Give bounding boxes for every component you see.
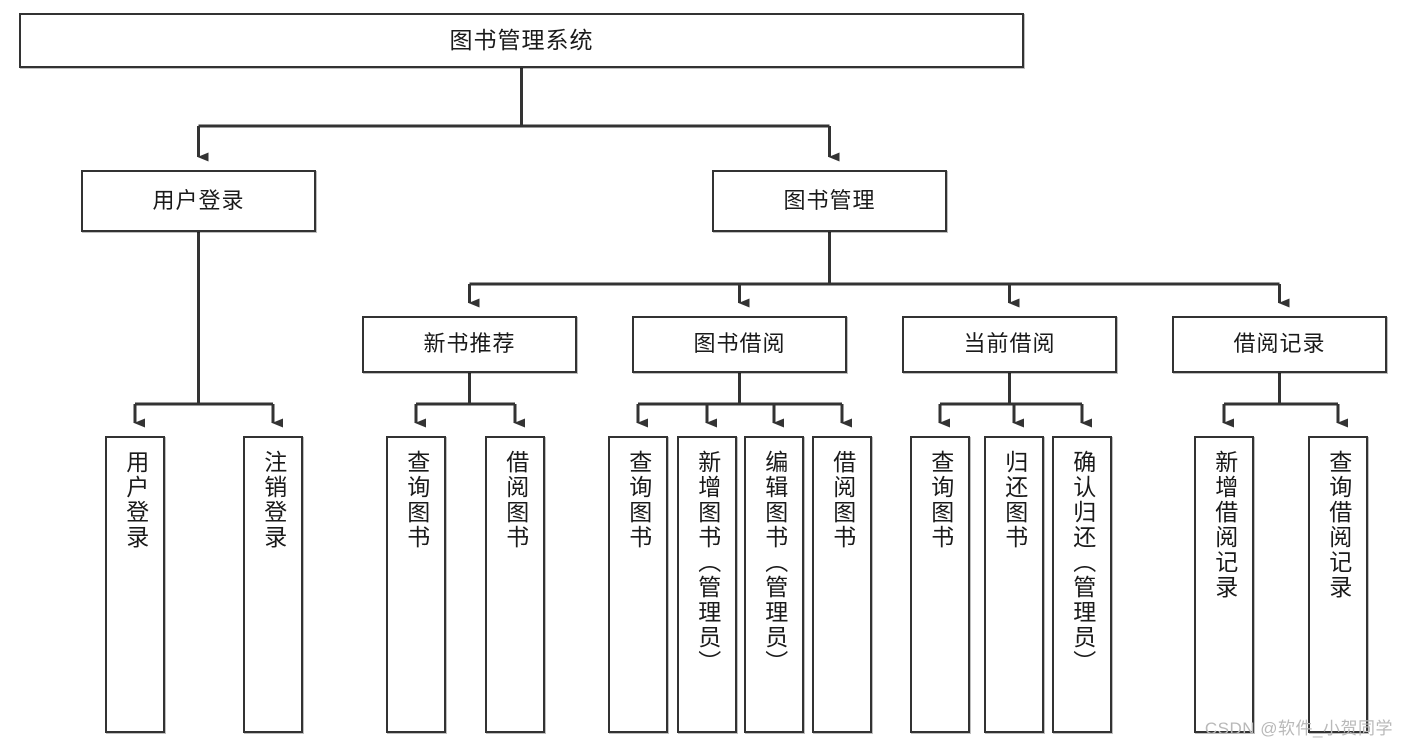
node-leaf-edit-book-admin[interactable]: 编辑图书（管理员） [744, 436, 804, 733]
node-leaf-user-logout[interactable]: 注销登录 [243, 436, 303, 733]
node-leaf-query-book-1[interactable]: 查询图书 [386, 436, 446, 733]
node-book-borrow[interactable]: 图书借阅 [632, 316, 847, 373]
node-leaf-confirm-return-admin[interactable]: 确认归还（管理员） [1052, 436, 1112, 733]
node-leaf-user-login[interactable]: 用户登录 [105, 436, 165, 733]
node-leaf-add-book-admin[interactable]: 新增图书（管理员） [677, 436, 737, 733]
node-user-login[interactable]: 用户登录 [81, 170, 316, 232]
node-leaf-query-borrow-record-label: 查询借阅记录 [1325, 450, 1352, 600]
node-leaf-query-book-2[interactable]: 查询图书 [608, 436, 668, 733]
node-leaf-add-borrow-record-label: 新增借阅记录 [1211, 450, 1238, 600]
node-leaf-borrow-book-1-label: 借阅图书 [502, 450, 529, 550]
node-leaf-borrow-book-2[interactable]: 借阅图书 [812, 436, 872, 733]
node-leaf-return-book[interactable]: 归还图书 [984, 436, 1044, 733]
node-leaf-user-login-label: 用户登录 [122, 450, 149, 550]
node-leaf-confirm-return-admin-label: 确认归还（管理员） [1069, 450, 1096, 675]
node-current-borrow-label: 当前借阅 [963, 331, 1056, 357]
watermark: CSDN @软件_小贺同学 [1204, 719, 1393, 738]
node-book-borrow-label: 图书借阅 [693, 331, 786, 357]
node-new-book-recommend-label: 新书推荐 [423, 331, 516, 357]
node-root[interactable]: 图书管理系统 [19, 13, 1024, 68]
node-book-manage[interactable]: 图书管理 [712, 170, 947, 232]
node-leaf-add-book-admin-label: 新增图书（管理员） [694, 450, 721, 675]
node-leaf-borrow-book-2-label: 借阅图书 [829, 450, 856, 550]
node-leaf-query-book-3[interactable]: 查询图书 [910, 436, 970, 733]
node-book-manage-label: 图书管理 [783, 187, 876, 213]
node-root-label: 图书管理系统 [449, 26, 594, 53]
node-borrow-record[interactable]: 借阅记录 [1172, 316, 1387, 373]
node-leaf-query-book-1-label: 查询图书 [403, 450, 430, 550]
node-leaf-query-book-3-label: 查询图书 [927, 450, 954, 550]
node-user-login-label: 用户登录 [152, 187, 245, 213]
node-leaf-return-book-label: 归还图书 [1001, 450, 1028, 550]
node-leaf-query-book-2-label: 查询图书 [625, 450, 652, 550]
node-current-borrow[interactable]: 当前借阅 [902, 316, 1117, 373]
node-leaf-query-borrow-record[interactable]: 查询借阅记录 [1308, 436, 1368, 733]
node-leaf-edit-book-admin-label: 编辑图书（管理员） [761, 450, 788, 675]
node-leaf-borrow-book-1[interactable]: 借阅图书 [485, 436, 545, 733]
node-new-book-recommend[interactable]: 新书推荐 [362, 316, 577, 373]
node-leaf-user-logout-label: 注销登录 [260, 450, 287, 550]
node-leaf-add-borrow-record[interactable]: 新增借阅记录 [1194, 436, 1254, 733]
node-borrow-record-label: 借阅记录 [1233, 331, 1326, 357]
